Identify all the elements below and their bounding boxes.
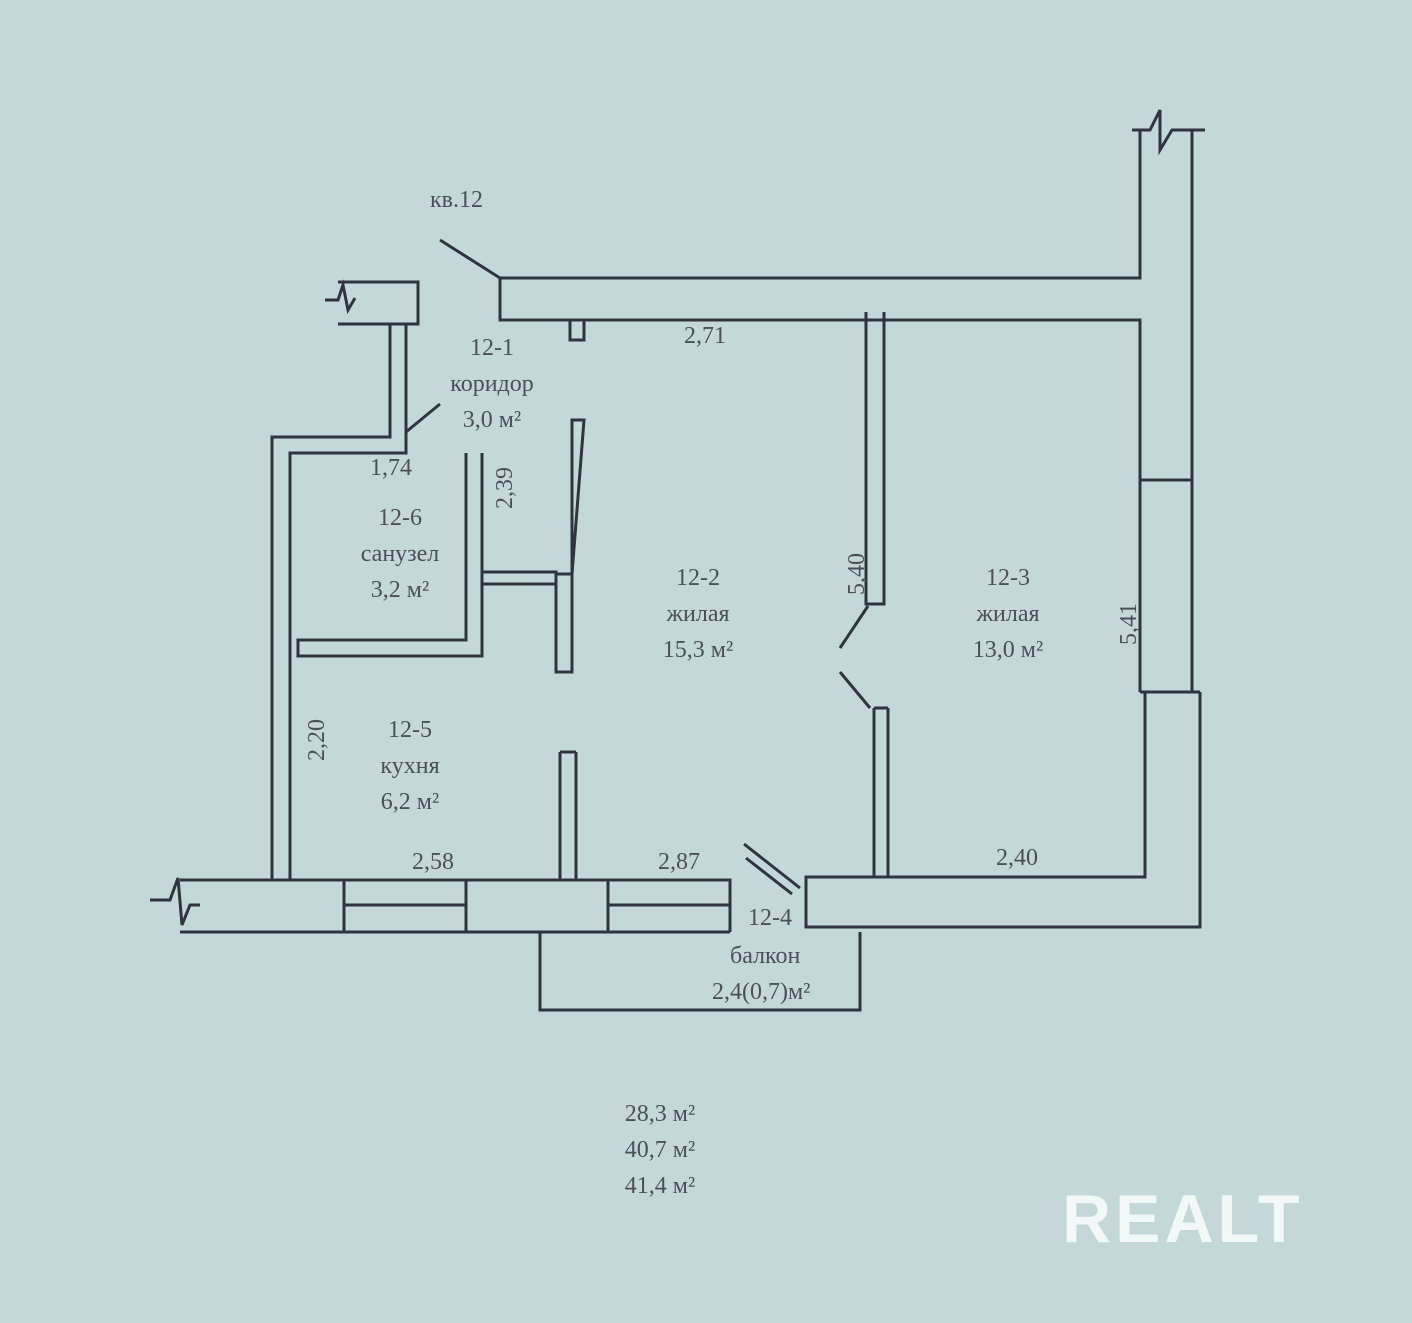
total-living-area: 28,3 м² (624, 1101, 696, 1127)
window-kitchen (344, 878, 466, 934)
total-area: 40,7 м² (624, 1137, 696, 1163)
dim-540: 5,40 (844, 553, 870, 595)
right-lower-wall (804, 692, 1202, 929)
partition-12-3-upper (864, 312, 886, 606)
realt-watermark-logo: REALT (1062, 1181, 1304, 1257)
break-mark-bottom (150, 877, 200, 926)
room-area: 3,0 м² (462, 407, 522, 433)
top-wall (498, 130, 1194, 480)
room-id: 12-3 (985, 565, 1030, 591)
kitchen-partition (558, 750, 578, 880)
break-mark-top (1132, 109, 1205, 156)
entrance-line (439, 238, 501, 280)
room-id: 12-2 (675, 565, 720, 591)
bottom-pier (464, 878, 610, 934)
room-12-4-name: балкон (730, 943, 801, 969)
room-name: санузел (360, 541, 440, 567)
room-12-4-area: 2,4(0,7)м² (712, 979, 811, 1005)
room-name: коридор (450, 371, 534, 397)
room-12-4-id: 12-4 (748, 905, 792, 931)
dim-258: 2,58 (412, 849, 454, 875)
door-12-3 (838, 605, 872, 709)
room-12-2: 12-2 жилая 15,3 м² (663, 560, 733, 668)
room-12-6: 12-6 санузел 3,2 м² (361, 500, 440, 608)
bottom-wall-left (180, 878, 346, 934)
area-totals: 28,3 м² 40,7 м² 41,4 м² (560, 1096, 760, 1204)
bathroom-partition (482, 418, 586, 674)
room-12-1: 12-1 коридор 3,0 м² (450, 330, 534, 438)
room-id: 12-5 (387, 717, 432, 743)
room-12-3: 12-3 жилая 13,0 м² (973, 560, 1043, 668)
corridor-door (405, 402, 441, 434)
room-id: 12-1 (470, 335, 514, 361)
bathroom-wall (296, 453, 484, 658)
dim-541: 5,41 (1116, 603, 1142, 645)
vent (568, 320, 586, 342)
break-mark-left (325, 279, 357, 315)
room-id: 12-6 (378, 505, 422, 531)
room-area: 3,2 м² (370, 577, 430, 603)
dim-174: 1,74 (370, 455, 412, 481)
corridor-wall (270, 280, 420, 880)
total-area-with-balcony: 41,4 м² (624, 1173, 696, 1199)
dim-239: 2,39 (492, 467, 518, 509)
right-window (1138, 478, 1200, 694)
dim-287: 2,87 (658, 849, 700, 875)
room-name: жилая (666, 601, 730, 627)
partition-12-3-lower (872, 706, 890, 877)
dim-220: 2,20 (304, 719, 330, 761)
room-name: жилая (976, 601, 1040, 627)
dim-240: 2,40 (996, 845, 1038, 871)
room-area: 15,3 м² (662, 637, 734, 663)
window-living (608, 878, 732, 934)
room-area: 13,0 м² (972, 637, 1044, 663)
room-12-5: 12-5 кухня 6,2 м² (380, 712, 439, 820)
room-area: 6,2 м² (380, 789, 440, 815)
dim-271: 2,71 (684, 323, 726, 349)
balcony (538, 932, 862, 1012)
apartment-label: кв.12 (430, 187, 483, 213)
room-name: кухня (380, 753, 440, 779)
balcony-door (743, 842, 801, 896)
